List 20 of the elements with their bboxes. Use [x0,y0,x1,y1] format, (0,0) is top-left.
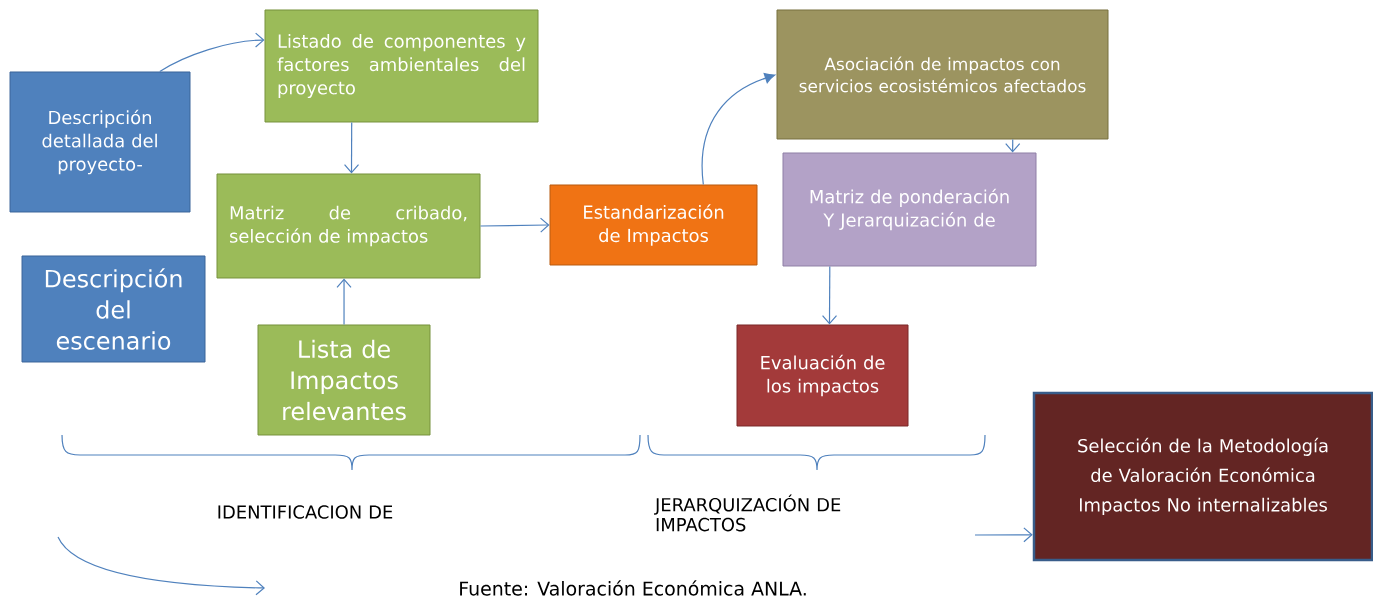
section-label: JERARQUIZACIÓN DE IMPACTOS [654,494,841,532]
arrow [701,73,776,186]
process-box: Descripción del escenario [21,255,206,363]
process-box: Descripción detallada del proyecto- [9,71,191,213]
arrow [343,121,360,174]
arrow [821,265,838,325]
arrow [974,527,1033,543]
process-box: Matriz de ponderación Y Jerarquización de [782,152,1037,267]
process-box: Evaluación de los impactos [736,324,909,427]
arrow [336,278,352,326]
process-box: Asociación de impactos con servicios ecosistémicos afectados [776,9,1109,140]
process-box: Lista de Impactos relevantes [257,324,431,436]
process-box: Listado de componentes y factores ambientales del proyecto [264,9,539,123]
arrow [159,32,265,73]
process-box: Estandarización de Impactos [549,184,758,266]
arrow [479,217,550,233]
process-box: Selección de la Metodología de Valoración Económica Impactos No internalizables [1032,391,1373,562]
process-box: Matriz de cribado, selección de impactos [216,173,481,279]
caption: Fuente: Valoración Económica ANLA. [460,580,806,596]
section-label: IDENTIFICACION DE [218,505,393,519]
